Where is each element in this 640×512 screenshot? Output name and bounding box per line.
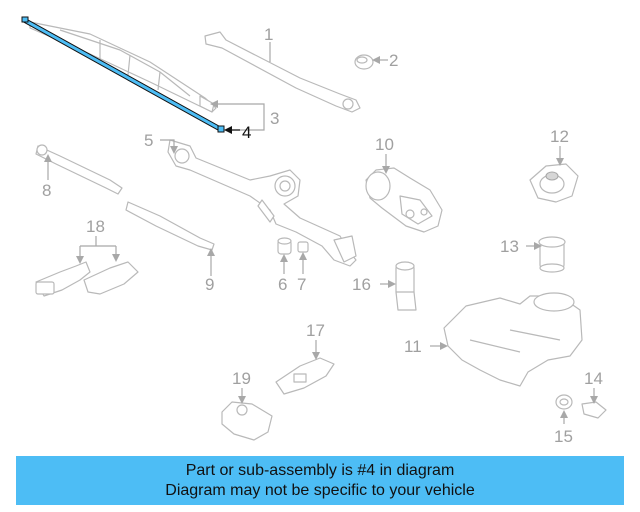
nozzle-14	[581, 401, 607, 419]
wiper-arm	[204, 31, 361, 113]
diagram-caption-banner: Part or sub-assembly is #4 in diagram Di…	[16, 456, 624, 505]
grommet-12	[529, 163, 579, 203]
wiper-blade-refill-highlighted[interactable]	[21, 16, 225, 133]
wiper-motor	[365, 167, 443, 233]
callout-15: 15	[554, 427, 573, 446]
washer-pump	[395, 261, 417, 311]
connecting-rod-9	[125, 201, 215, 251]
callout-7: 7	[297, 275, 306, 294]
bushing-7	[297, 241, 309, 253]
callout-12: 12	[550, 127, 569, 146]
filler-neck	[538, 236, 566, 273]
callout-5: 5	[144, 131, 153, 150]
callout-9: 9	[205, 275, 214, 294]
callout-10: 10	[375, 135, 394, 154]
nozzle-17	[275, 357, 335, 395]
callout-3: 3	[270, 109, 279, 128]
arm-cap	[354, 54, 374, 70]
wiper-blade-assembly	[29, 21, 217, 113]
parts-diagram: 1 2 3 4 5 6 7 8 9 10 11 12 13 14 15 16 1…	[21, 16, 607, 446]
callout-19: 19	[232, 369, 251, 388]
callout-2: 2	[389, 51, 398, 70]
connecting-rod-8	[35, 144, 123, 195]
bushing-6	[277, 237, 292, 255]
washer-reservoir	[443, 292, 583, 387]
callout-17: 17	[306, 321, 325, 340]
callout-13: 13	[500, 237, 519, 256]
callout-18: 18	[86, 217, 105, 236]
wiper-linkage	[167, 139, 357, 267]
caption-part-number: Part or sub-assembly is #4 in diagram	[185, 462, 455, 479]
nozzle-19	[221, 401, 273, 441]
callout-numbers: 1 2 3 4 5 6 7 8 9 10 11 12 13 14 15 16 1…	[42, 25, 603, 446]
callout-1: 1	[264, 25, 273, 44]
callout-6: 6	[278, 275, 287, 294]
callout-16: 16	[352, 275, 371, 294]
leader-lines	[44, 42, 598, 424]
callout-14: 14	[584, 369, 603, 388]
caption-disclaimer: Diagram may not be specific to your vehi…	[165, 482, 475, 499]
callout-4[interactable]: 4	[242, 123, 251, 142]
nozzle-assembly-18	[35, 261, 139, 297]
callout-11: 11	[404, 337, 422, 356]
grommet-15	[555, 394, 573, 410]
callout-8: 8	[42, 181, 51, 200]
